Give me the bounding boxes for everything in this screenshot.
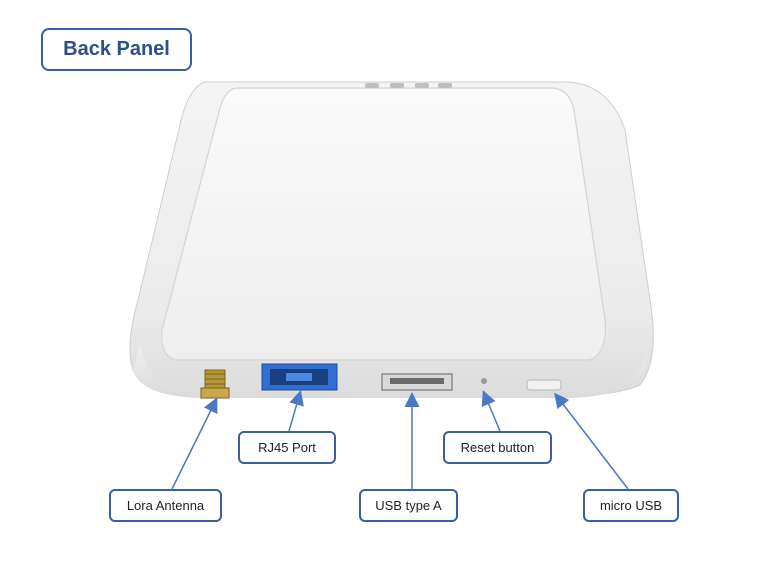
usb-type-a-graphic <box>381 373 453 391</box>
label-lora-antenna: Lora Antenna <box>109 489 222 522</box>
panel-title: Back Panel <box>41 28 192 71</box>
rj45-port-graphic <box>261 363 338 391</box>
micro-usb-graphic <box>526 379 562 391</box>
device-front-face <box>133 345 648 398</box>
label-rj45-port: RJ45 Port <box>238 431 336 464</box>
vent-slots <box>365 83 452 88</box>
lora-antenna-connector <box>200 369 230 399</box>
label-usb-type-a: USB type A <box>359 489 458 522</box>
device-lid <box>161 87 607 361</box>
reset-pinhole <box>481 378 487 384</box>
label-micro-usb: micro USB <box>583 489 679 522</box>
label-reset-button: Reset button <box>443 431 552 464</box>
